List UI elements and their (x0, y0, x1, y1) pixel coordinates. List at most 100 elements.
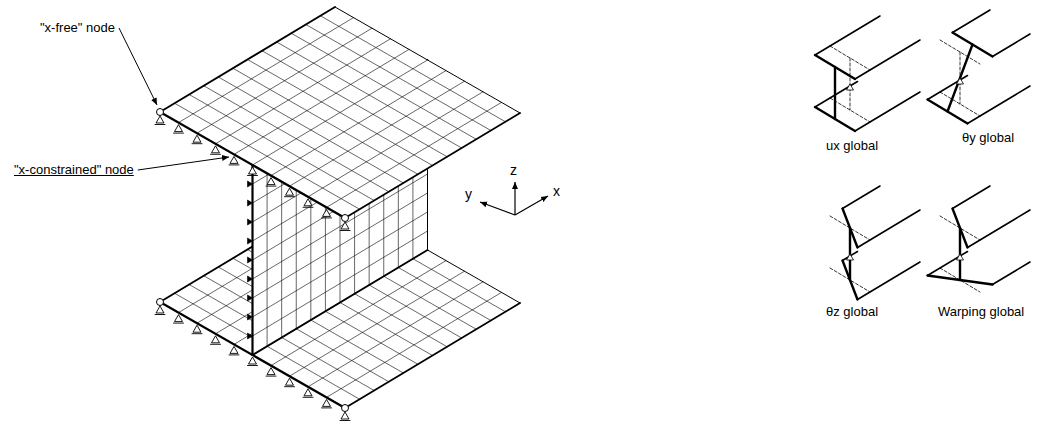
drawn-line (968, 210, 1031, 248)
drawn-line (322, 217, 332, 218)
support-symbol (248, 238, 253, 244)
drawn-line (160, 112, 345, 218)
drawn-line (253, 250, 428, 355)
support-symbol (175, 125, 183, 132)
drawn-line (335, 7, 520, 113)
support-symbol (847, 254, 854, 260)
support-symbol (267, 178, 275, 185)
mode-label: ux global (826, 138, 878, 154)
support-symbol (957, 78, 964, 84)
drawn-line (855, 92, 920, 131)
drawn-line (815, 107, 855, 131)
drawn-line (340, 230, 350, 231)
drawn-line (303, 397, 313, 398)
mode-sketches (815, 10, 1030, 300)
drawn-line (953, 186, 991, 209)
support-symbol (323, 399, 331, 406)
drawn-line (928, 276, 993, 285)
support-symbol (156, 116, 164, 123)
drawn-line (155, 314, 165, 315)
callout-label: "x-constrained" node (14, 162, 134, 178)
support-symbol (248, 276, 253, 282)
mode-label: Warping global (938, 304, 1024, 320)
mode-sketch (928, 186, 1031, 292)
drawn-line (192, 333, 202, 334)
free-node (342, 405, 349, 412)
support-symbols (155, 109, 350, 421)
drawn-line (285, 196, 295, 197)
axis-label: y (465, 186, 472, 202)
drawn-line (948, 45, 973, 112)
support-symbol (248, 257, 253, 263)
support-symbol (286, 188, 294, 195)
drawn-line (266, 186, 276, 187)
drawn-line (928, 100, 968, 124)
drawn-line (322, 407, 332, 408)
axis-label: x (553, 183, 560, 199)
drawn-line (204, 86, 389, 192)
mode-label: θy global (962, 130, 1014, 146)
support-symbol (230, 346, 238, 353)
drawn-line (855, 40, 920, 79)
axis-label: z (510, 162, 517, 178)
drawn-line (248, 175, 258, 176)
support-symbol (230, 156, 238, 163)
drawn-line (277, 42, 462, 148)
support-symbol (341, 412, 349, 419)
drawn-line (858, 262, 921, 300)
support-symbol (249, 357, 257, 364)
mesh-panel (160, 7, 520, 218)
support-symbol (212, 146, 220, 153)
support-symbol (957, 254, 964, 260)
mode-sketch (928, 10, 1031, 124)
drawn-line (229, 354, 239, 355)
drawn-line (843, 261, 858, 300)
drawn-line (248, 365, 258, 366)
support-symbol (193, 325, 201, 332)
support-symbol (304, 199, 312, 206)
drawn-line (229, 164, 239, 165)
drawn-line (340, 420, 350, 421)
drawn-line (843, 186, 881, 209)
drawn-line (968, 86, 1031, 124)
drawn-line (320, 16, 505, 122)
drawn-line (993, 262, 1031, 285)
free-node (157, 299, 164, 306)
drawn-line (174, 323, 184, 324)
support-symbol (248, 181, 253, 187)
support-symbol (304, 389, 312, 396)
leader-lines (119, 28, 229, 170)
drawn-line (345, 113, 520, 218)
support-symbol (341, 222, 349, 229)
drawn-line (858, 210, 921, 248)
drawn-line (285, 386, 295, 387)
callout-label: "x-free" node (40, 20, 115, 36)
drawn-line (940, 92, 980, 116)
drawn-line (815, 82, 858, 108)
drawn-line (306, 25, 491, 131)
free-node (157, 109, 164, 116)
support-symbol (193, 135, 201, 142)
drawn-line (303, 207, 313, 208)
support-symbol (156, 306, 164, 313)
drawn-line (218, 77, 403, 183)
drawn-line (815, 16, 880, 55)
drawn-line (160, 7, 335, 112)
drawn-line (345, 303, 520, 408)
drawn-line (928, 76, 968, 100)
drawn-line (248, 60, 433, 166)
drawn-line (174, 133, 184, 134)
drawn-line (211, 344, 221, 345)
support-symbol (248, 333, 253, 339)
support-symbol (323, 209, 331, 216)
drawn-line (262, 51, 447, 157)
drawn-line (993, 34, 1031, 57)
support-symbol (248, 200, 253, 206)
mode-sketch (830, 186, 920, 300)
drawn-line (233, 68, 418, 174)
drawn-line (291, 33, 476, 139)
drawn-line (189, 95, 374, 201)
mode-label: θz global (826, 304, 878, 320)
support-symbol (248, 219, 253, 225)
